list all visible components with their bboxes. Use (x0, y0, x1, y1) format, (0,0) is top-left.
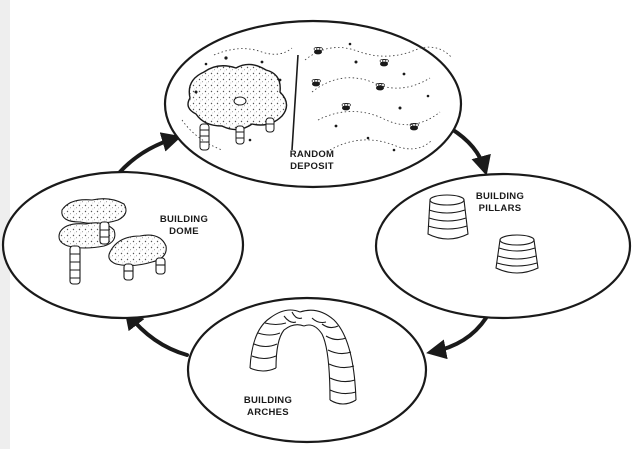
stage-random-deposit: RANDOM DEPOSIT (163, 19, 463, 189)
arrow-arches-to-dome (124, 309, 189, 357)
stage-label-line1: BUILDING (244, 395, 292, 406)
stage-building-pillars: BUILDING PILLARS (374, 172, 632, 320)
deposit-dots (194, 42, 430, 152)
stage-label-line1: BUILDING (160, 214, 208, 225)
dome-illustration (58, 198, 167, 285)
stage-label-line1: BUILDING (476, 191, 524, 202)
page-bleed (0, 0, 10, 449)
pillar-illustration (495, 234, 539, 274)
stage-label-line2: PILLARS (479, 203, 522, 214)
arrow-pillars-to-arches (426, 316, 488, 360)
cycle-arrows (118, 126, 491, 360)
stage-label-line2: DOME (169, 226, 199, 237)
arrow-dome-to-deposit (118, 132, 182, 174)
stage-ellipse (186, 296, 428, 444)
flight-paths (181, 46, 453, 151)
insect-icons (311, 47, 419, 131)
deposit-mound-illustration (187, 63, 288, 151)
arrow-deposit-to-pillars (448, 126, 491, 176)
stage-label-line2: ARCHES (247, 407, 289, 418)
stage-label-line1: RANDOM (290, 149, 335, 160)
stage-building-arches: BUILDING ARCHES (186, 296, 428, 444)
divider-line (291, 54, 299, 151)
arch-illustration (249, 309, 357, 405)
pillar-illustration (427, 194, 469, 240)
stage-building-dome: BUILDING DOME (1, 170, 245, 320)
stage-label-line2: DEPOSIT (290, 161, 334, 172)
